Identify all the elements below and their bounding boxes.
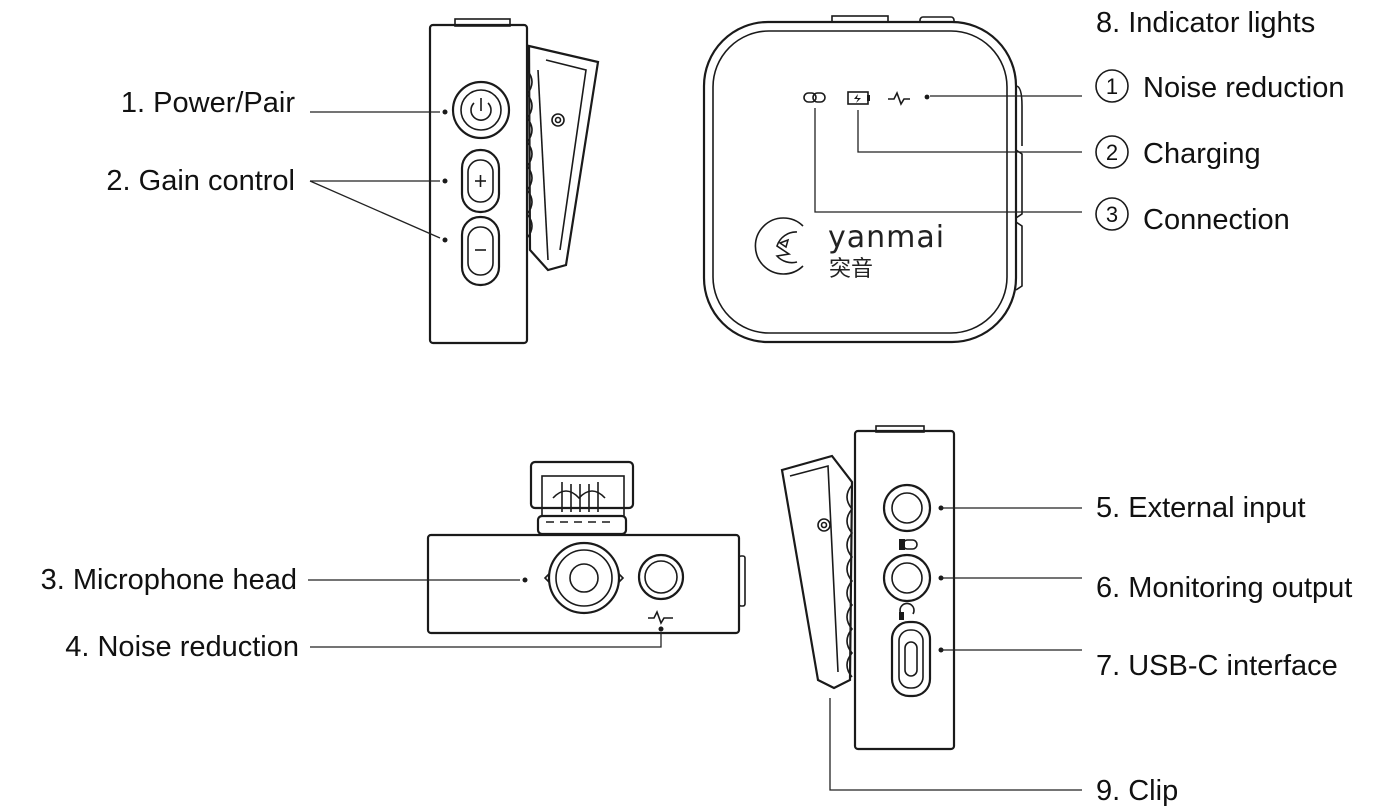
- front-view: yanmai 突音: [702, 15, 1023, 344]
- brand-chinese: 突音: [829, 257, 873, 282]
- label-monitoring-output: 6. Monitoring output: [1096, 572, 1352, 604]
- label-power: 1. Power/Pair: [121, 87, 295, 119]
- indicator-number-2: 2: [1106, 140, 1118, 165]
- headphone-icon: [899, 602, 915, 620]
- label-indicators: 8. Indicator lights: [1096, 7, 1315, 39]
- mic-symbol-icon: [899, 539, 918, 550]
- label-indicator-noise: Noise reduction: [1143, 72, 1345, 104]
- mic-head: [543, 541, 625, 615]
- label-clip: 9. Clip: [1096, 775, 1178, 807]
- label-noise-reduction-side: 4. Noise reduction: [65, 631, 299, 663]
- gain-down-button: [460, 215, 501, 287]
- brand-logo: yanmai 突音: [754, 217, 945, 282]
- noise-reduction-mic: [637, 553, 685, 601]
- brand-name: yanmai: [828, 220, 945, 255]
- external-input-jack: [882, 483, 932, 533]
- monitoring-output-jack: [882, 553, 932, 603]
- label-usbc: 7. USB-C interface: [1096, 650, 1338, 682]
- label-mic-head: 3. Microphone head: [41, 564, 297, 596]
- link-icon: [803, 92, 826, 103]
- usb-c-port: [890, 620, 932, 698]
- label-external-input: 5. External input: [1096, 492, 1306, 524]
- indicator-number-1: 1: [1106, 74, 1118, 99]
- indicator-number-3: 3: [1106, 202, 1118, 227]
- side-view-ports: [780, 425, 956, 751]
- label-gain: 2. Gain control: [106, 165, 295, 197]
- top-view-mic: [426, 460, 746, 635]
- waveform-icon: [888, 90, 910, 106]
- side-view-buttons: [428, 18, 600, 345]
- label-indicator-connection: Connection: [1143, 204, 1290, 236]
- battery-icon: [847, 91, 870, 105]
- leader-lines: [308, 95, 1082, 791]
- label-indicator-charging: Charging: [1143, 138, 1261, 170]
